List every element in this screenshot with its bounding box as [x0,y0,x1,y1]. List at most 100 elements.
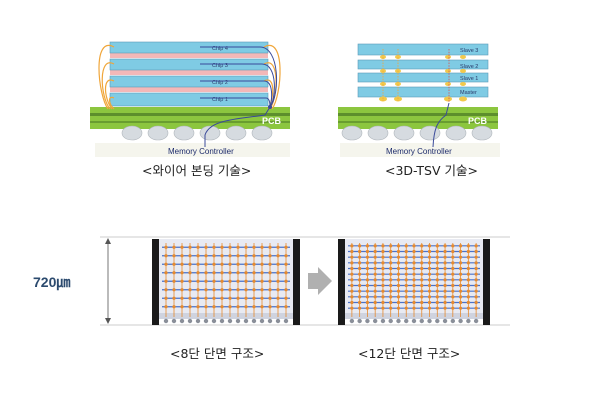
tsv-dot [188,254,192,258]
tsv-dot [164,305,168,309]
tsv-dot [188,271,192,275]
tsv-dot [365,306,370,310]
tsv-dot [396,255,401,259]
bump-ball [411,318,417,324]
tsv-dot [466,283,470,288]
tsv-dot [458,289,463,293]
tsv-dot [404,295,408,299]
tsv-dot [389,272,393,276]
tsv-dot [350,295,354,299]
tsv-dot [204,288,208,292]
pcb-label: PCB [262,116,282,126]
tsv-dot [276,288,280,292]
tsv-dot [350,283,354,288]
tsv-dot [268,288,272,292]
tsv-dot [435,272,439,276]
tsv-dot [196,262,200,266]
tsv-dot [268,296,272,300]
tsv-dot [435,300,439,305]
tsv-dot [389,278,393,282]
bump-ball [211,318,217,324]
bump-ball [219,318,225,324]
tsv-dot [420,289,424,293]
tsv-dot [228,305,232,309]
tsv-dot [236,254,240,258]
tsv-dot [466,244,470,248]
tsv-dot [164,245,168,249]
tsv-dot [196,305,200,309]
tsv-dot [358,244,362,248]
tsv-dot [466,272,470,276]
tsv-dot [404,283,408,288]
tsv-dot [396,244,401,248]
tsv-dot [427,300,432,305]
tsv-dot [435,261,439,265]
slave-2-label: Slave 2 [460,64,478,70]
tsv-dot [228,271,232,275]
tsv-dot [466,266,470,271]
tsv-dot [396,300,401,305]
tsv-dot [358,289,362,293]
tsv-dot [373,244,377,248]
tsv-dot [404,306,408,310]
tsv-dot [404,278,408,282]
cross-section-8-layer [152,239,300,325]
chip-label-1: Chip 1 [212,97,228,103]
tsv-dot [284,245,288,249]
tsv-dot [389,289,393,293]
tsv-dot [220,254,224,258]
wire-bonding-diagram: PCB Chip 4 Chip 3 Chip 2 Chip 1 [90,41,290,157]
tsv-dot [474,249,478,254]
tsv-dot [474,283,478,288]
tsv-dot [396,295,401,299]
tsv-dot [220,279,224,283]
tsv-dot [396,283,401,288]
tsv-dot [188,288,192,292]
tsv-dot [381,289,385,293]
tsv-stack [357,43,489,103]
tsv-dot [212,271,216,275]
tsv-dot [458,266,463,271]
bump-ball [275,318,281,324]
tsv-dot [236,305,240,309]
tsv-dot [260,262,264,266]
tsv-dot [389,266,393,271]
tsv-dot [180,288,184,292]
tsv-dot [381,272,385,276]
tsv-dot [252,305,256,309]
tsv-dot [451,295,455,299]
tsv-dot [381,261,385,265]
tsv-dot [435,249,439,254]
tsv-dot [196,271,200,275]
tsv-dot [458,249,463,254]
tsv-dot [420,261,424,265]
tsv-dot [212,296,216,300]
tsv-dot [412,266,416,271]
chip-stack [109,41,269,107]
tsv-dot [381,266,385,271]
tsv-dot [164,254,168,258]
tsv-dot [412,278,416,282]
height-label: 720㎛ [33,274,70,292]
memory-controller-label: Memory Controller [168,147,234,156]
pcb-board [338,107,498,129]
tsv-dot [252,271,256,275]
tsv-dot [228,262,232,266]
tsv-dot [404,249,408,254]
bump-ball [259,318,265,324]
tsv-dot [373,300,377,305]
tsv-dot [443,295,447,299]
tsv-dot [284,305,288,309]
bump-ball [171,318,177,324]
tsv-dot [474,261,478,265]
tsv-dot [427,249,432,254]
tsv-dot [228,296,232,300]
tsv-dot [365,300,370,305]
tsv-dot [212,262,216,266]
tsv-dot [404,272,408,276]
tsv-dot [358,272,362,276]
tsv-dot [420,300,424,305]
tsv-dot [412,283,416,288]
tsv-dot [451,249,455,254]
tsv-dot [466,289,470,293]
